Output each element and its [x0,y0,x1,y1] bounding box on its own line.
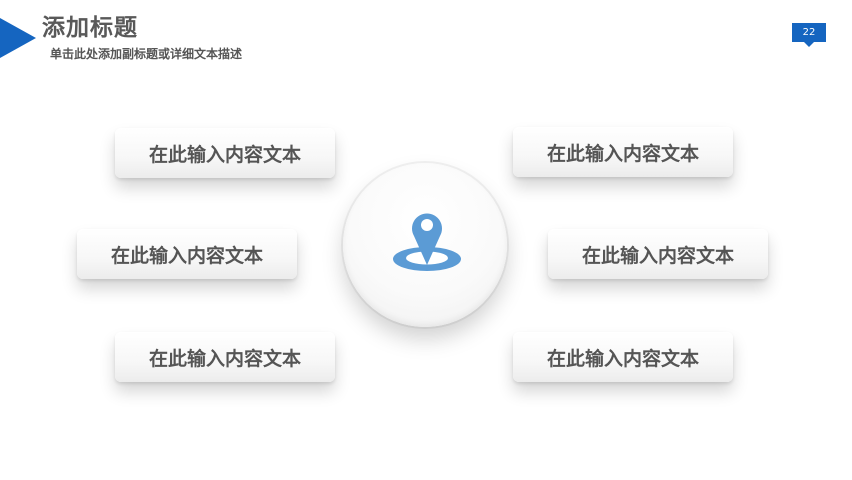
text-box-left-middle[interactable]: 在此输入内容文本 [77,229,297,279]
page-number-badge: 22 [792,23,826,47]
text-box-left-bottom[interactable]: 在此输入内容文本 [115,332,335,382]
location-pin-icon [393,213,461,271]
text-box-right-middle[interactable]: 在此输入内容文本 [548,229,768,279]
page-subtitle: 单击此处添加副标题或详细文本描述 [50,47,243,61]
text-box-right-bottom[interactable]: 在此输入内容文本 [513,332,733,382]
corner-accent-triangle [0,18,36,58]
text-box-right-top[interactable]: 在此输入内容文本 [513,127,733,177]
page-title: 添加标题 [42,15,138,41]
text-box-left-top[interactable]: 在此输入内容文本 [115,128,335,178]
